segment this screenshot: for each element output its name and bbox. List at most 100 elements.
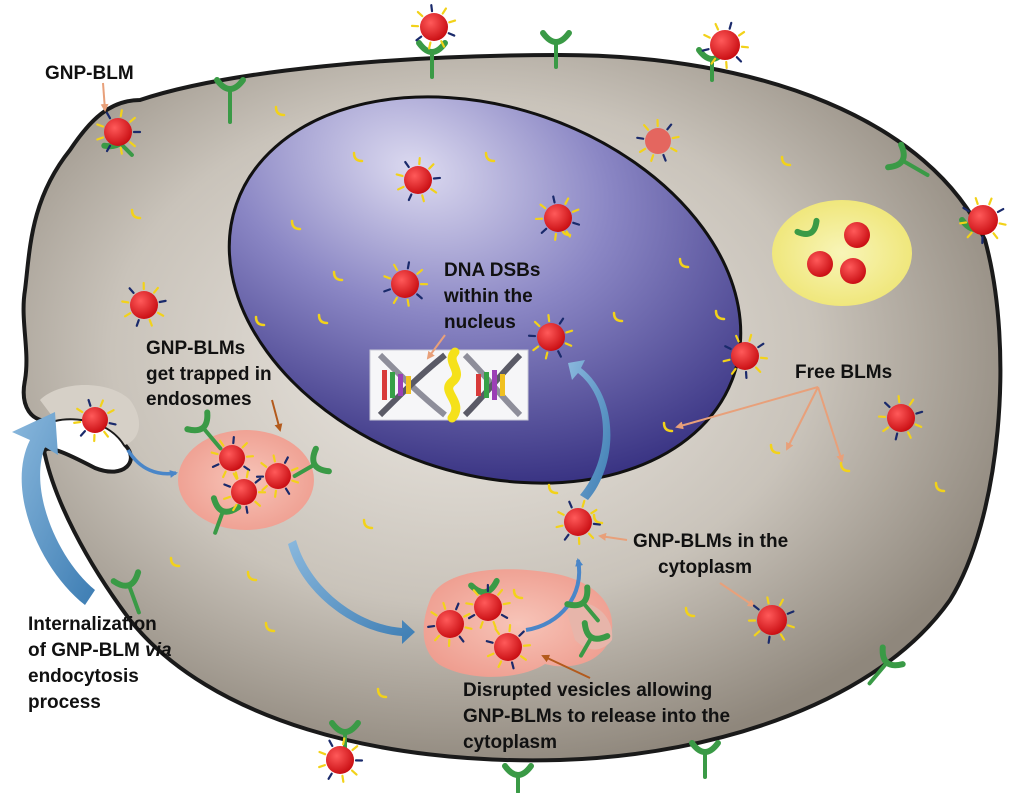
cytoplasm-callout-arrow [719, 582, 756, 608]
nucleus-entry-arrow [568, 360, 611, 500]
receptor-icon [540, 30, 572, 69]
receptor-icon [210, 495, 242, 535]
label-trapped-endosomes: endosomes [146, 389, 252, 410]
gold-nanoparticle [210, 435, 255, 480]
gold-nanoparticle [807, 251, 833, 277]
gold-nanoparticle [747, 596, 795, 644]
free-blm-arrow [675, 386, 819, 430]
free-blm-molecule [592, 513, 604, 525]
label-dna-dsbs: nucleus [444, 312, 516, 333]
gold-nanoparticle [844, 222, 870, 248]
free-blm-molecule [934, 481, 946, 493]
receptor-icon [502, 763, 534, 793]
free-blm-molecule [484, 151, 496, 163]
free-blm-molecule [839, 461, 851, 473]
label-trapped-endosomes: GNP-BLMs [146, 338, 245, 359]
receptor-icon [184, 409, 223, 451]
label-internalization: of GNP-BLM via [28, 640, 172, 661]
label-disrupted-vesicles: Disrupted vesicles allowing [463, 680, 712, 701]
receptor-icon [110, 569, 142, 615]
label-disrupted-vesicles: GNP-BLMs to release into the [463, 706, 730, 727]
gold-nanoparticle [465, 583, 511, 629]
receptor-icon [794, 217, 820, 237]
receptor-icon [292, 445, 332, 478]
free-blm-molecule [769, 443, 781, 455]
yellow-vesicle [772, 200, 912, 306]
free-blm-molecule [376, 687, 388, 699]
label-cytoplasm: cytoplasm [658, 557, 752, 578]
label-internalization: Internalization [28, 614, 157, 635]
gold-nanoparticle [485, 623, 532, 670]
receptor-icon [885, 141, 930, 177]
free-blm-molecule [254, 315, 266, 327]
free-blm-arrow [786, 386, 819, 451]
free-blm-molecule [130, 208, 142, 220]
free-blm-molecule [678, 257, 690, 269]
gold-nanoparticle [395, 156, 442, 203]
label-gnp-blm: GNP-BLM [45, 63, 134, 84]
receptor-icon [689, 740, 721, 779]
label-trapped-endosomes: get trapped in [146, 364, 272, 385]
free-blm-molecule [332, 270, 344, 282]
gold-nanoparticle [73, 398, 117, 443]
gold-nanoparticle [121, 281, 167, 327]
gold-nanoparticle [722, 333, 768, 380]
gold-nanoparticle [877, 395, 924, 441]
gold-nanoparticle [534, 195, 581, 241]
gold-nanoparticle [427, 601, 473, 648]
pit-to-endosome-arrow [126, 449, 178, 478]
free-blm-molecule [684, 606, 696, 618]
label-dna-dsbs: within the [443, 286, 533, 307]
gold-nanoparticle [223, 470, 267, 514]
gold-nanoparticle [318, 737, 364, 783]
label-free-blms: Free BLMs [795, 362, 892, 383]
nucleus [227, 95, 743, 485]
gold-nanoparticle [555, 499, 601, 546]
gold-nanoparticle [527, 314, 574, 360]
free-blm-molecule [512, 588, 524, 600]
dna-double-helix [369, 347, 529, 423]
disrupted-callout-arrow [541, 654, 591, 679]
label-dna-dsbs: DNA DSBs [444, 260, 540, 281]
receptor-icon [564, 584, 600, 623]
free-blm-molecule [246, 570, 258, 582]
label-internalization: endocytosis [28, 666, 139, 687]
free-blm-molecule [290, 219, 302, 231]
free-blm-molecule [274, 105, 286, 117]
label-disrupted-vesicles: cytoplasm [463, 732, 557, 753]
free-blm-molecule [547, 483, 559, 495]
endosome-to-vesicle-arrow [288, 540, 415, 644]
free-blm-arrow [817, 386, 844, 463]
label-cytoplasm: GNP-BLMs in the [633, 531, 788, 552]
label-internalization: process [28, 692, 101, 713]
free-blm-molecule [317, 313, 329, 325]
gold-nanoparticle [410, 4, 457, 50]
receptor-icon [579, 620, 611, 658]
nanoparticle-layer [73, 4, 1007, 783]
free-blm-molecule [169, 556, 181, 568]
gnp-blm-callout-arrow [100, 82, 109, 112]
dsb-callout-arrow [426, 334, 446, 360]
free-blm-molecule [780, 155, 792, 167]
receptor-icon [867, 644, 906, 686]
free-blm-molecule [352, 151, 364, 163]
disrupted-vesicle [423, 569, 613, 677]
receptor-icon [214, 77, 246, 124]
gold-nanoparticle [636, 118, 680, 162]
free-blm-molecule [612, 311, 624, 323]
internalization-arrow [12, 412, 95, 605]
gold-nanoparticle [255, 454, 300, 498]
free-blm-molecule [714, 309, 726, 321]
gold-nanoparticle [383, 261, 429, 307]
gold-nanoparticle [96, 109, 142, 155]
gold-nanoparticle [701, 21, 749, 70]
cytoplasm-callout-arrow [598, 532, 628, 541]
gold-nanoparticle [840, 258, 866, 284]
free-blm-molecule [264, 621, 276, 633]
free-blm-molecule [362, 518, 374, 530]
endosome-callout-arrow [271, 399, 283, 432]
free-blm-molecule [662, 421, 674, 433]
gold-nanoparticle [959, 197, 1007, 245]
